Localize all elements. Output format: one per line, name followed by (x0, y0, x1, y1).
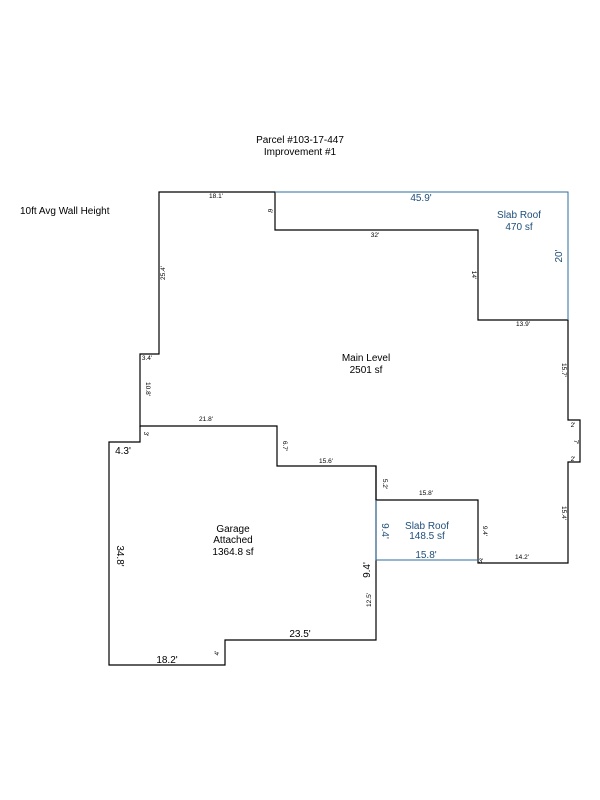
dim-inner-6-7: 6.7' (281, 441, 288, 451)
wall-height-note: 10ft Avg Wall Height (20, 206, 110, 217)
dim-right-2a: 2' (571, 422, 576, 429)
slab-roof-bottom-area: 148.5 sf (409, 531, 445, 542)
dim-slab2-bottom: 15.8' (415, 550, 436, 561)
main-level-label: Main Level (342, 353, 390, 364)
slab-roof-top-area: 470 sf (505, 222, 532, 233)
dim-garage-9-4: 9.4' (362, 562, 373, 578)
garage-label: Garage (216, 524, 250, 535)
garage-type: Attached (213, 535, 252, 546)
dim-inner-13-9: 13.9' (516, 321, 530, 328)
dim-right-2b: 2' (571, 456, 576, 463)
dim-inner-32: 32' (371, 232, 379, 239)
main-level-outline (139, 191, 581, 564)
garage-outline (108, 426, 377, 666)
dim-garage-left-4-3: 4.3' (115, 446, 131, 457)
dim-slab-top-width: 45.9' (410, 193, 431, 204)
parcel-number: Parcel #103-17-447 (256, 135, 344, 146)
dim-garage-12-5: 12.5' (366, 593, 373, 607)
dim-slab2-left: 9.4' (379, 523, 390, 539)
dim-left-10-8: 10.8' (144, 382, 151, 396)
dim-garage-step-3: 3' (142, 432, 149, 437)
dim-step-3-4: 3.4' (142, 355, 152, 362)
dim-right-15-4: 15.4' (560, 506, 567, 520)
slab-roof-bottom-label: Slab Roof (405, 521, 449, 532)
main-level-area: 2501 sf (350, 365, 383, 376)
dim-right-15-7: 15.7' (560, 363, 567, 377)
dim-inner-5-2: 5.2' (381, 479, 388, 489)
garage-area: 1364.8 sf (212, 547, 253, 558)
dim-slab2-top: 15.8' (419, 490, 433, 497)
dim-bottom-14-2: 14.2' (515, 554, 529, 561)
dim-garage-34-8: 34.8' (114, 545, 125, 566)
dim-garage-18-2: 18.2' (156, 655, 177, 666)
dim-inner-15-6: 15.6' (319, 458, 333, 465)
slab-roof-top-label: Slab Roof (497, 210, 541, 221)
dim-left-25-4: 25.4' (160, 266, 167, 280)
dim-inner-14: 14' (470, 271, 477, 279)
dim-garage-top-21-8: 21.8' (199, 416, 213, 423)
slab-roof-bottom-outline (375, 500, 478, 561)
dim-slab-right: 20' (554, 249, 565, 262)
dim-bottom-3: 3' (479, 558, 484, 565)
dim-garage-4: 4' (214, 651, 221, 656)
dim-slab2-right: 9.4' (481, 526, 488, 536)
dim-top-left: 18.1' (209, 193, 223, 200)
dim-notch-top: 6' (266, 209, 273, 214)
dim-right-7: 7' (572, 440, 579, 445)
improvement-number: Improvement #1 (263, 147, 337, 158)
dim-garage-23-5: 23.5' (289, 629, 310, 640)
slab-roof-top-outline (275, 191, 569, 320)
